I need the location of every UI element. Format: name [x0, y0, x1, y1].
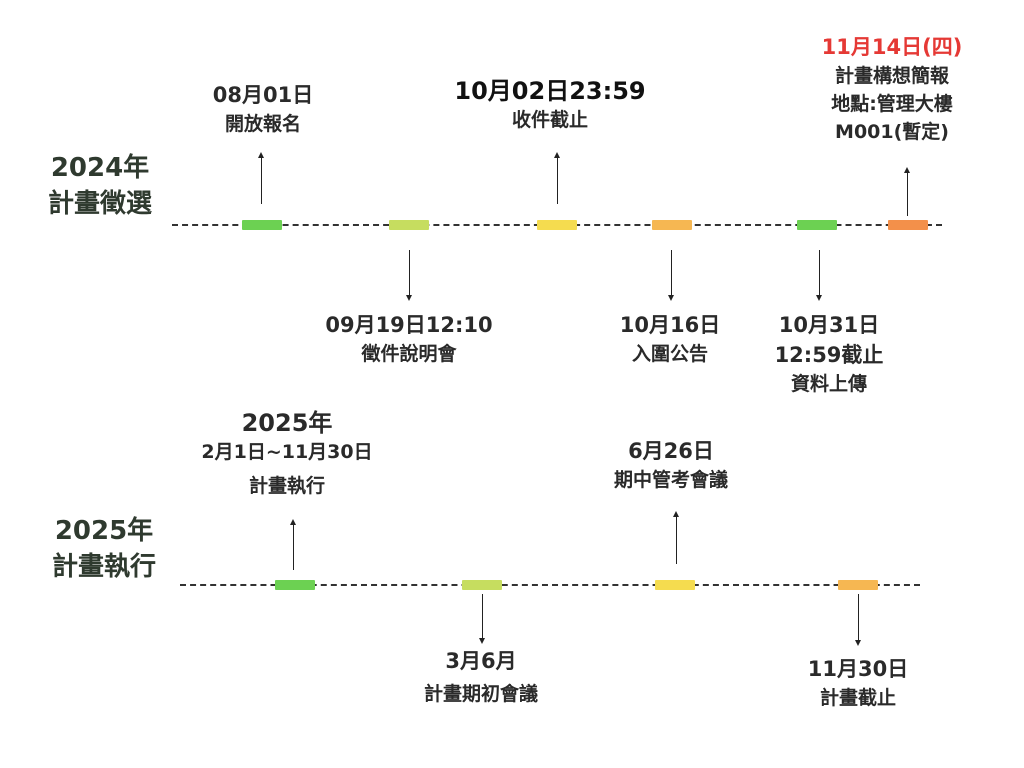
- event-date: 10月31日: [778, 313, 880, 337]
- event-location: 地點:管理大樓: [831, 93, 953, 115]
- event-date: 10月02日23:59: [454, 77, 646, 105]
- timeline-segment: [462, 580, 502, 590]
- arrow-down-icon: [816, 250, 822, 301]
- row-title-2025: 2025年 計畫執行: [52, 513, 156, 585]
- event-desc: 計畫執行: [248, 475, 325, 497]
- event-submission-deadline: 10月02日23:59 收件截止: [454, 76, 645, 134]
- timeline-segment: [275, 580, 315, 590]
- event-concept-presentation: 11月14日(四) 計畫構想簡報 地點:管理大樓 M001(暫定): [822, 32, 963, 146]
- timeline-segment: [655, 580, 695, 590]
- event-date: 6月26日: [628, 439, 714, 463]
- arrow-up-icon: [554, 152, 560, 204]
- event-project-execution: 2025年 2月1日~11月30日 計畫執行: [201, 408, 372, 500]
- event-desc: 計畫構想簡報: [834, 65, 949, 87]
- arrow-down-icon: [479, 594, 485, 644]
- event-open-registration: 08月01日 開放報名: [213, 80, 313, 138]
- arrow-up-icon: [673, 511, 679, 564]
- event-desc: 資料上傳: [790, 373, 868, 395]
- arrow-down-icon: [668, 250, 674, 301]
- row-name: 計畫徵選: [48, 189, 153, 219]
- timeline-segment: [652, 220, 692, 230]
- event-date-range: 2月1日~11月30日: [201, 441, 373, 463]
- timeline-segment: [242, 220, 282, 230]
- arrow-down-icon: [855, 594, 861, 646]
- event-desc: 計畫期初會議: [423, 683, 539, 705]
- event-date: 10月16日: [619, 313, 721, 337]
- row-name: 計畫執行: [52, 552, 157, 582]
- event-desc: 收件截止: [511, 109, 589, 131]
- event-desc: 期中管考會議: [613, 469, 729, 491]
- event-shortlist-announcement: 10月16日 入圍公告: [620, 310, 720, 368]
- event-desc: 開放報名: [224, 113, 302, 135]
- timeline-2025: [180, 584, 920, 586]
- event-date: 11月30日: [807, 657, 909, 681]
- event-date: 11月14日(四): [821, 35, 963, 59]
- event-date: 08月01日: [212, 83, 314, 107]
- event-project-end: 11月30日 計畫截止: [808, 654, 908, 712]
- row-year: 2024年: [50, 153, 150, 183]
- event-year: 2025年: [241, 409, 333, 437]
- event-date: 09月19日12:10: [325, 313, 493, 337]
- event-desc: 計畫截止: [819, 687, 897, 709]
- timeline-segment: [537, 220, 577, 230]
- event-desc: 入圍公告: [631, 343, 709, 365]
- timeline-segment: [838, 580, 878, 590]
- event-deadline: 12:59截止: [774, 343, 884, 367]
- timeline-segment: [389, 220, 429, 230]
- event-data-upload: 10月31日 12:59截止 資料上傳: [775, 310, 884, 398]
- event-desc: 徵件說明會: [361, 343, 457, 365]
- row-title-2024: 2024年 計畫徵選: [48, 150, 152, 222]
- event-date: 3月6月: [445, 649, 517, 673]
- event-room: M001(暫定): [835, 121, 949, 143]
- arrow-down-icon: [406, 250, 412, 301]
- row-year: 2025年: [54, 516, 154, 546]
- arrow-up-icon: [290, 519, 296, 570]
- arrow-up-icon: [904, 167, 910, 216]
- event-midterm-review: 6月26日 期中管考會議: [614, 436, 728, 494]
- timeline-segment: [888, 220, 928, 230]
- timeline-segment: [797, 220, 837, 230]
- event-briefing-session: 09月19日12:10 徵件說明會: [325, 310, 492, 368]
- arrow-up-icon: [258, 152, 264, 204]
- event-initial-meeting: 3月6月 計畫期初會議: [424, 646, 538, 708]
